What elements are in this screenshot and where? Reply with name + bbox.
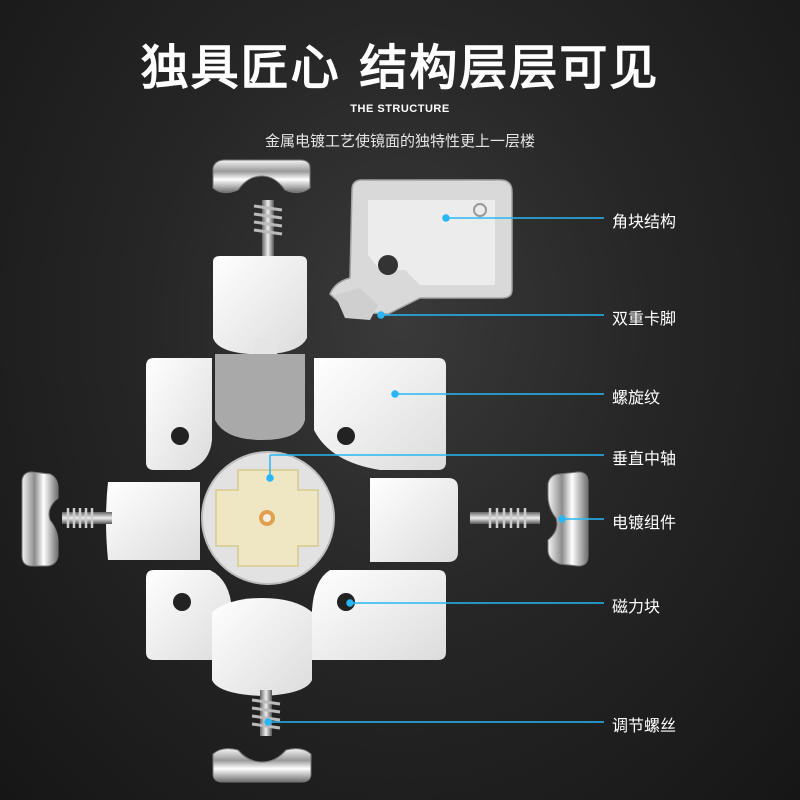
subtitle-chinese: 金属电镀工艺使镜面的独特性更上一层楼 — [264, 132, 535, 150]
callout-dot-screw — [264, 718, 272, 726]
callout-corner-structure: 角块结构 — [612, 212, 677, 231]
callout-dot-plated — [558, 515, 566, 523]
subtitle-english: THE STRUCTURE — [350, 103, 450, 115]
bottom-spring-screw — [251, 690, 281, 736]
top-chrome-cap — [212, 159, 311, 194]
callout-dot-magnet — [346, 599, 354, 607]
corner-piece-structure — [329, 179, 513, 320]
callout-vertical-axis: 垂直中轴 — [612, 449, 677, 468]
callout-dot-spiral — [391, 390, 399, 398]
callout-spiral-texture: 螺旋纹 — [612, 388, 661, 407]
callout-adjust-screw: 调节螺丝 — [612, 716, 677, 735]
callout-double-clip: 双重卡脚 — [612, 309, 677, 328]
top-spring-screw — [253, 200, 283, 256]
callout-dot-double-clip — [377, 311, 385, 319]
callout-plated-component: 电镀组件 — [612, 513, 677, 532]
callout-dot-axis — [266, 474, 274, 482]
left-chrome-cap — [21, 471, 59, 567]
callout-dot-corner-structure — [442, 214, 450, 222]
right-screw — [470, 508, 540, 528]
page-title: 独具匠心 结构层层可见 — [140, 40, 660, 96]
top-edge-piece — [213, 256, 307, 440]
cube-body — [106, 358, 458, 696]
left-screw — [62, 508, 112, 528]
callout-lines — [264, 214, 604, 726]
bottom-chrome-cap — [212, 748, 312, 783]
callout-magnet-block: 磁力块 — [612, 597, 661, 616]
